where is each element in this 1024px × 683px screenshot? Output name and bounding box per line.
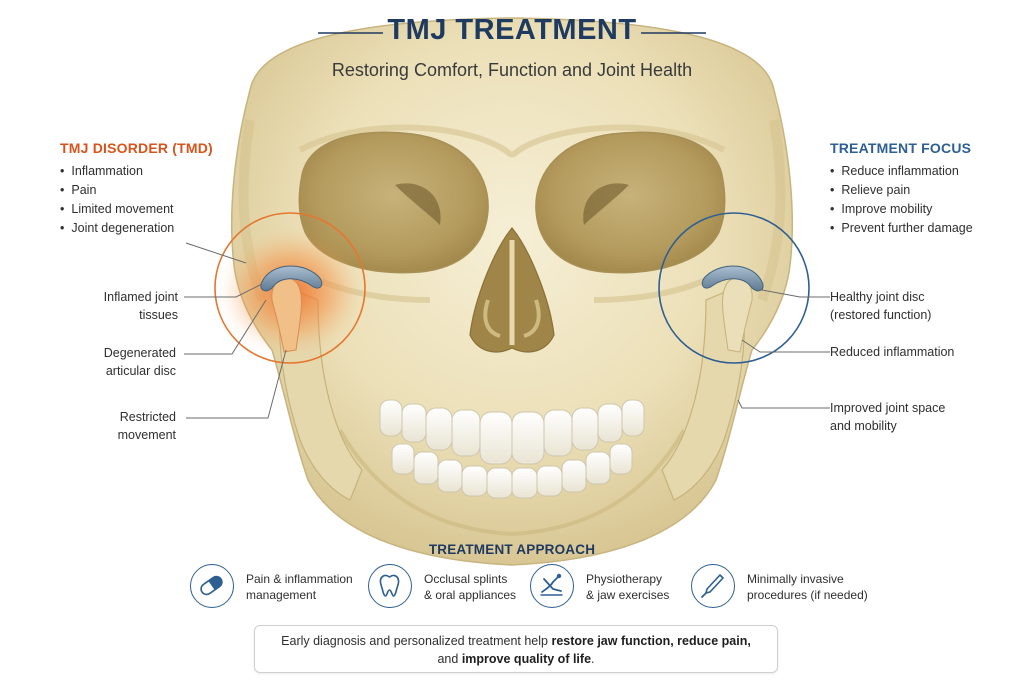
summary-text: Early diagnosis and personalized treatme…	[281, 634, 552, 648]
disorder-item: Joint degeneration	[60, 219, 174, 238]
tooth-icon	[368, 564, 412, 608]
callout-line: Improved joint space	[830, 401, 946, 415]
approach-label-line: Physiotherapy	[586, 572, 663, 586]
callout-line: tissues	[139, 308, 178, 322]
disorder-item: Pain	[60, 181, 174, 200]
right-ramus	[661, 284, 746, 501]
callout-line: (restored function)	[830, 308, 932, 322]
focus-heading: TREATMENT FOCUS	[830, 140, 972, 156]
approach-label-line: & jaw exercises	[586, 588, 670, 602]
callout-line: movement	[117, 428, 176, 442]
capsule-icon	[190, 564, 234, 608]
summary-bold: improve quality of life	[461, 652, 592, 666]
focus-item: Prevent further damage	[830, 219, 972, 238]
approach-label-line: Minimally invasive	[747, 572, 844, 586]
summary-text: .	[591, 652, 595, 666]
summary-box: Early diagnosis and personalized treatme…	[254, 625, 778, 673]
scalpel-icon	[691, 564, 735, 608]
lower-teeth	[391, 443, 633, 499]
healthy-disc	[701, 265, 764, 292]
callout-improved-joint-space: Improved joint space and mobility	[830, 399, 945, 435]
disorder-item: Limited movement	[60, 200, 174, 219]
upper-teeth	[379, 399, 645, 465]
approach-label: Minimally invasive procedures (if needed…	[747, 571, 868, 603]
disorder-heading: TMJ DISORDER (TMD)	[60, 140, 213, 156]
callout-line: and mobility	[830, 419, 897, 433]
left-leaders	[184, 242, 287, 419]
focus-item: Reduce inflammation	[830, 162, 973, 181]
disorder-list: Inflammation Pain Limited movement Joint…	[60, 162, 174, 238]
approach-label-line: & oral appliances	[424, 588, 517, 602]
right-leaders	[737, 289, 830, 409]
summary-bold: restore jaw function, reduce pain,	[551, 634, 751, 648]
callout-restricted-movement: Restricted movement	[118, 408, 176, 444]
summary-text: and	[437, 652, 462, 666]
approach-label: Pain & inflammation management	[246, 571, 353, 603]
approach-label: Occlusal splints & oral appliances	[424, 571, 516, 603]
inflamed-joint	[214, 212, 366, 364]
page-subtitle: Restoring Comfort, Function and Joint He…	[331, 60, 693, 80]
title-block: TMJ TREATMENT	[0, 14, 1024, 47]
approach-label-line: procedures (if needed)	[747, 588, 868, 602]
approach-label-line: Occlusal splints	[424, 572, 508, 586]
disorder-item: Inflammation	[60, 162, 174, 181]
healthy-joint	[658, 212, 810, 364]
callout-healthy-disc: Healthy joint disc (restored function)	[830, 288, 931, 324]
callout-line: Degenerated	[103, 346, 176, 360]
exercise-icon	[530, 564, 574, 608]
approach-label: Physiotherapy & jaw exercises	[586, 571, 669, 603]
skull	[230, 17, 794, 566]
degenerated-disc	[260, 265, 323, 292]
approach-label-line: Pain & inflammation	[246, 572, 353, 586]
callout-reduced-inflammation: Reduced inflammation	[830, 343, 954, 361]
focus-item: Improve mobility	[830, 200, 973, 219]
callout-line: articular disc	[105, 364, 176, 378]
callout-degenerated-disc: Degenerated articular disc	[104, 344, 176, 380]
callout-line: Restricted	[119, 410, 176, 424]
callout-line: Healthy joint disc	[830, 290, 925, 304]
right-orbit	[535, 131, 726, 274]
callout-line: Inflamed joint	[103, 290, 178, 304]
callout-line: Reduced inflammation	[830, 345, 955, 359]
callout-inflamed-tissues: Inflamed joint tissues	[104, 288, 178, 324]
approach-heading: TREATMENT APPROACH	[428, 542, 596, 557]
focus-item: Relieve pain	[830, 181, 973, 200]
page-title: TMJ TREATMENT	[387, 14, 637, 46]
focus-list: Reduce inflammation Relieve pain Improve…	[830, 162, 973, 238]
approach-label-line: management	[246, 588, 317, 602]
